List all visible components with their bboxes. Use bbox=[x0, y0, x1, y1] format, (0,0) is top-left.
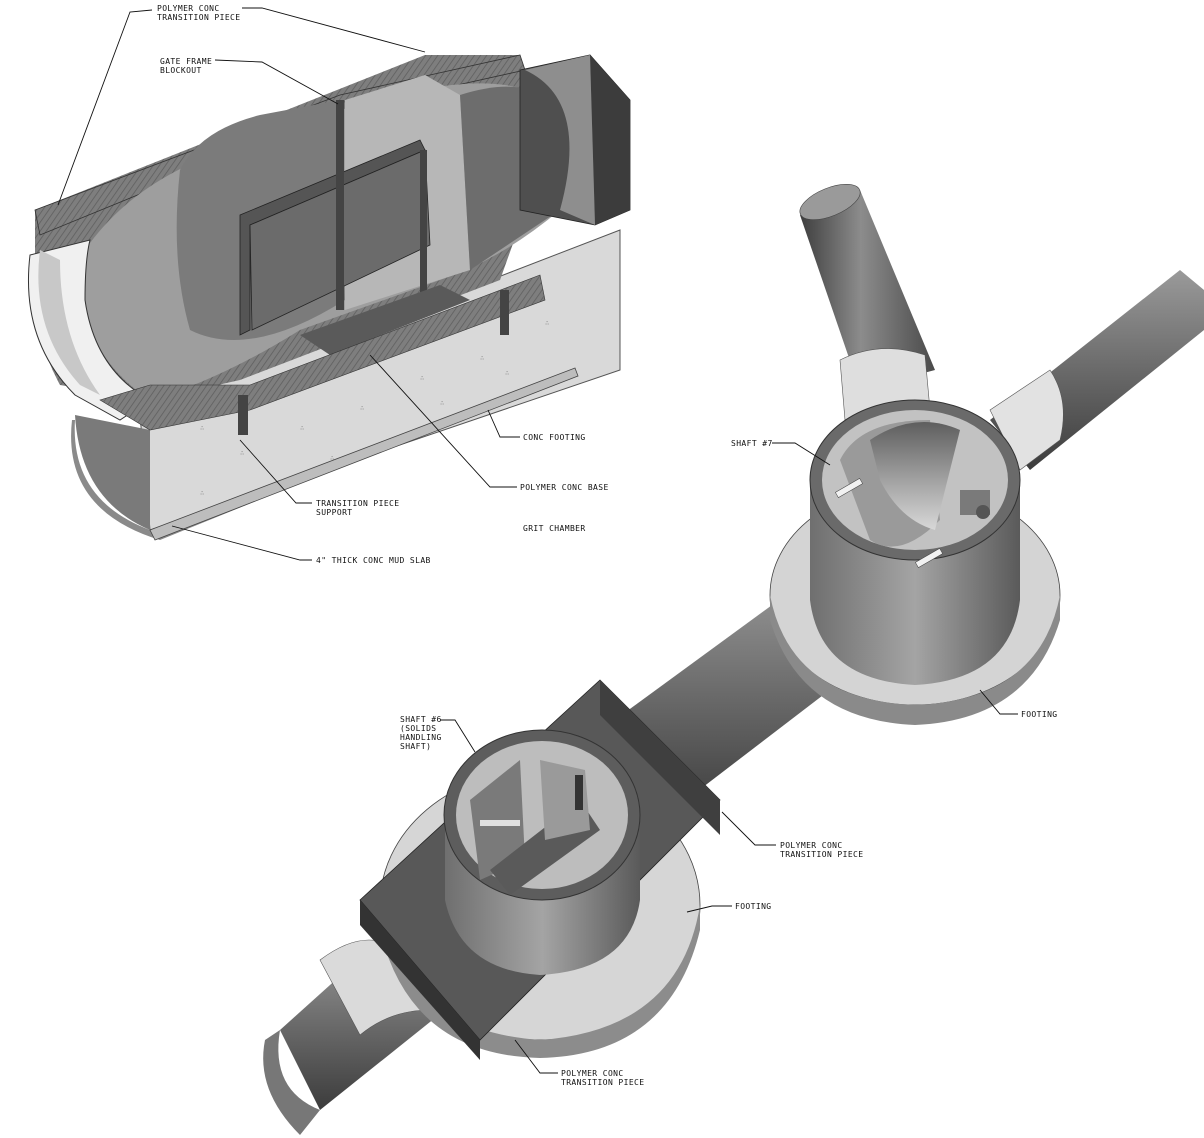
label-polymer-conc-base: POLYMER CONC BASE bbox=[520, 483, 609, 492]
upper-branch-pipe bbox=[800, 190, 935, 390]
label-polymer-transition-piece-bottom: POLYMER CONC TRANSITION PIECE bbox=[561, 1069, 645, 1087]
label-polymer-transition-piece: POLYMER CONC TRANSITION PIECE bbox=[157, 4, 241, 22]
svg-text:∴: ∴ bbox=[200, 489, 204, 497]
svg-text:∴: ∴ bbox=[420, 374, 424, 382]
svg-text:∴: ∴ bbox=[300, 424, 304, 432]
svg-text:∴: ∴ bbox=[330, 454, 334, 462]
label-transition-piece-support: TRANSITION PIECE SUPPORT bbox=[316, 499, 400, 517]
label-polymer-transition-piece-right: POLYMER CONC TRANSITION PIECE bbox=[780, 841, 864, 859]
shaft-pipeline-assembly bbox=[263, 184, 1204, 1135]
label-gate-frame-blockout: GATE FRAME BLOCKOUT bbox=[160, 57, 213, 75]
svg-text:∴: ∴ bbox=[440, 399, 444, 407]
label-footing-shaft-6: FOOTING bbox=[735, 902, 772, 911]
bottom-leader-lines bbox=[440, 442, 1018, 1074]
label-shaft-6: SHAFT #6 (SOLIDS HANDLING SHAFT) bbox=[400, 715, 442, 751]
svg-text:∴: ∴ bbox=[545, 319, 549, 327]
svg-text:∴: ∴ bbox=[240, 449, 244, 457]
svg-text:∴: ∴ bbox=[480, 354, 484, 362]
svg-text:∴: ∴ bbox=[200, 424, 204, 432]
label-conc-footing: CONC FOOTING bbox=[523, 433, 586, 442]
svg-text:∴: ∴ bbox=[505, 369, 509, 377]
grit-chamber-cutaway: ∴∴∴ ∴∴∴ ∴∴∴ ∴∴∴ bbox=[27, 54, 631, 541]
label-footing-shaft-7: FOOTING bbox=[1021, 710, 1058, 719]
top-leader-lines bbox=[57, 7, 520, 561]
svg-text:∴: ∴ bbox=[360, 404, 364, 412]
label-shaft-7: SHAFT #7 bbox=[731, 439, 773, 448]
label-grit-chamber: GRIT CHAMBER bbox=[523, 524, 586, 533]
label-mud-slab: 4" THICK CONC MUD SLAB bbox=[316, 556, 431, 565]
